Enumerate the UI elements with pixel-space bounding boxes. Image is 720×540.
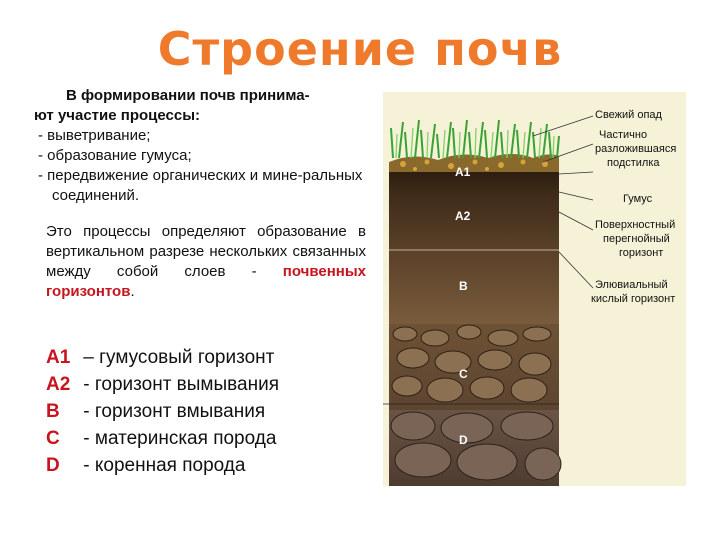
paragraph-text: Это процессы определяют образование в ве…: [46, 223, 366, 280]
callout-partial-1: Частично: [599, 129, 647, 141]
grass-highlights: [395, 127, 555, 159]
legend-text: - горизонт вмывания: [83, 401, 266, 422]
legend-code: A2: [46, 374, 71, 395]
callout-fresh-litter: Свежий опад: [595, 109, 663, 121]
horizon-label-d: D: [459, 433, 468, 447]
horizon-label-a2: A2: [455, 209, 471, 223]
callout-partial-3: подстилка: [607, 157, 660, 169]
callout-eluvial-1: Элювиальный: [595, 279, 668, 291]
legend-code: B: [46, 401, 60, 422]
paragraph-end: .: [130, 283, 135, 300]
callout-humus: Гумус: [623, 193, 653, 205]
horizon-a2-band: [389, 190, 559, 250]
horizon-a1-band: [389, 170, 559, 190]
horizon-legend: A1 – гумусовый горизонт A2 - горизонт вы…: [46, 344, 366, 479]
process-list: выветривание; образование гумуса; передв…: [34, 126, 364, 206]
paragraph-highlight: почвенных горизонтов: [46, 263, 366, 300]
litter-particles: [400, 159, 548, 171]
legend-text: – гумусовый горизонт: [83, 347, 275, 368]
soil-profile-panel: A1 A2 B C D Свежий опад Частично разложи…: [383, 92, 686, 486]
legend-item-d: D - коренная порода: [46, 452, 366, 479]
horizon-b-band: [389, 250, 559, 330]
parent-rock-stones: [391, 324, 552, 403]
intro-block: В формировании почв принима- ют участие …: [34, 86, 364, 206]
callout-surface-1: Поверхностный: [595, 219, 675, 231]
page-title: Строение почв: [157, 22, 563, 76]
legend-item-b: B - горизонт вмывания: [46, 398, 366, 425]
legend-item-a2: A2 - горизонт вымывания: [46, 371, 366, 398]
horizon-labels: A1 A2 B C D: [455, 165, 471, 447]
callout-labels: Свежий опад Частично разложившаяся подст…: [591, 109, 676, 305]
horizon-label-a1: A1: [455, 165, 471, 179]
callout-eluvial-2: кислый горизонт: [591, 293, 675, 305]
legend-text: - горизонт вымывания: [83, 374, 279, 395]
legend-code: D: [46, 455, 60, 476]
legend-text: - материнская порода: [83, 428, 277, 449]
horizon-label-b: B: [459, 279, 468, 293]
intro-lead-cont: ют участие процессы:: [34, 107, 201, 124]
process-item: образование гумуса;: [34, 146, 364, 166]
legend-code: A1: [46, 347, 71, 368]
process-item: передвижение органических и мине-ральных…: [34, 166, 364, 206]
callout-surface-2: перегнойный: [603, 233, 670, 245]
grass-layer: [390, 119, 560, 159]
horizons-paragraph: Это процессы определяют образование в ве…: [46, 222, 366, 302]
horizon-label-c: C: [459, 367, 468, 381]
legend-item-a1: A1 – гумусовый горизонт: [46, 344, 366, 371]
intro-lead: В формировании почв принима-: [66, 87, 310, 104]
legend-item-c: C - материнская порода: [46, 425, 366, 452]
callout-surface-3: горизонт: [619, 247, 663, 259]
legend-text: - коренная порода: [83, 455, 246, 476]
process-item: выветривание;: [34, 126, 364, 146]
legend-code: C: [46, 428, 60, 449]
soil-profile-diagram: A1 A2 B C D Свежий опад Частично разложи…: [383, 109, 676, 486]
callout-leaders: [532, 115, 594, 289]
bedrock-stones: [390, 411, 562, 481]
callout-partial-2: разложившаяся: [595, 143, 676, 155]
